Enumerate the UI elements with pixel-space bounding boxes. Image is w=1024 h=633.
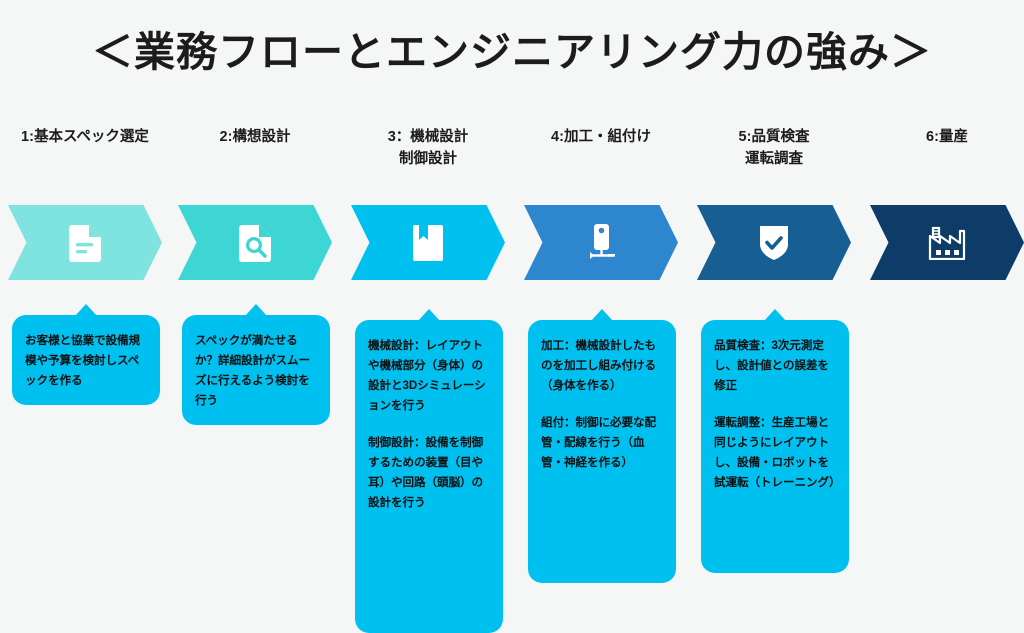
step-1-chevron[interactable] (8, 205, 162, 280)
step-6-heading: 6:量産 (862, 126, 1024, 148)
step-4-heading: 4:加工・組付け (516, 126, 686, 148)
step-1-paragraph-1: お客様と協業で設備規模や予算を検討しスペックを作る (25, 334, 140, 387)
process-step-4: 4:加工・組付け 加工：機械設計したものを加工し組み付ける（身体を作る） 組付：… (516, 0, 686, 583)
step-2-chevron[interactable] (178, 205, 332, 280)
step-5-card: 品質検査：3次元測定し、設計値との誤差を修正 運転調整：生産工場と同じようにレイ… (701, 309, 849, 573)
process-step-1: 1:基本スペック選定 お客様と協業で設備規模や予算を検討しスペックを作る (0, 0, 170, 576)
shield-check-icon (758, 224, 790, 262)
step-3-heading: 3：機械設計 制御設計 (343, 126, 513, 171)
step-5-paragraph-1: 品質検査：3次元測定し、設計値との誤差を修正 (714, 339, 829, 392)
step-5-heading: 5:品質検査 運転調査 (689, 126, 859, 171)
page-title: ＜業務フローとエンジニアリング力の強み＞ (92, 29, 932, 75)
step-2-heading-line1: 2:構想設計 (219, 129, 291, 145)
document-search-icon (238, 224, 272, 262)
step-3-heading-line2: 制御設計 (399, 151, 457, 168)
process-step-2: 2:構想設計 スペックが満たせるか？詳細設計がスムーズに行えるよう検討を行う (170, 0, 340, 576)
bookmark-document-icon (412, 224, 444, 262)
step-1-heading: 1:基本スペック選定 (0, 126, 170, 148)
step-1-heading-line1: 1:基本スペック選定 (21, 129, 149, 145)
step-3-paragraph-1: 機械設計：レイアウトや機械部分（身体）の設計と3Dシミュレーションを行う (368, 339, 486, 412)
step-2-card: スペックが満たせるか？詳細設計がスムーズに行えるよう検討を行う (182, 304, 330, 425)
step-3-chevron[interactable] (351, 205, 505, 280)
step-5-chevron[interactable] (697, 205, 851, 280)
step-4-paragraph-2: 組付：制御に必要な配管・配線を行う（血管・神経を作る） (541, 415, 656, 469)
factory-icon (926, 226, 968, 260)
step-5-paragraph-2: 運転調整：生産工場と同じようにレイアウトし、設備・ロボットを試運転（トレーニング… (714, 415, 841, 489)
step-2-paragraph-1: スペックが満たせるか？詳細設計がスムーズに行えるよう検討を行う (195, 334, 310, 407)
step-4-paragraph-1: 加工：機械設計したものを加工し組み付ける（身体を作る） (541, 339, 656, 392)
process-step-5: 5:品質検査 運転調査 品質検査：3次元測定し、設計値との誤差を修正 運転調整：… (689, 0, 859, 576)
step-6-heading-line1: 6:量産 (926, 129, 968, 145)
step-5-heading-line2: 運転調査 (745, 151, 803, 168)
machine-device-icon (584, 223, 618, 263)
step-6-chevron[interactable] (870, 205, 1024, 280)
step-4-chevron[interactable] (524, 205, 678, 280)
document-lines-icon (68, 224, 102, 262)
step-5-heading-line1: 5:品質検査 (738, 129, 810, 145)
step-3-heading-line1: 3：機械設計 (387, 129, 469, 145)
step-4-heading-line1: 4:加工・組付け (551, 129, 651, 145)
step-2-heading: 2:構想設計 (170, 126, 340, 148)
step-1-card: お客様と協業で設備規模や予算を検討しスペックを作る (12, 304, 160, 405)
process-step-6: 6:量産 (862, 0, 1024, 576)
step-3-paragraph-2: 制御設計：設備を制御するための装置（目や耳）や回路（頭脳）の設計を行う (368, 435, 483, 509)
process-step-3: 3：機械設計 制御設計 機械設計：レイアウトや機械部分（身体）の設計と3Dシミュ… (343, 0, 513, 633)
step-3-card: 機械設計：レイアウトや機械部分（身体）の設計と3Dシミュレーションを行う 制御設… (355, 309, 503, 633)
step-4-card: 加工：機械設計したものを加工し組み付ける（身体を作る） 組付：制御に必要な配管・… (528, 309, 676, 583)
